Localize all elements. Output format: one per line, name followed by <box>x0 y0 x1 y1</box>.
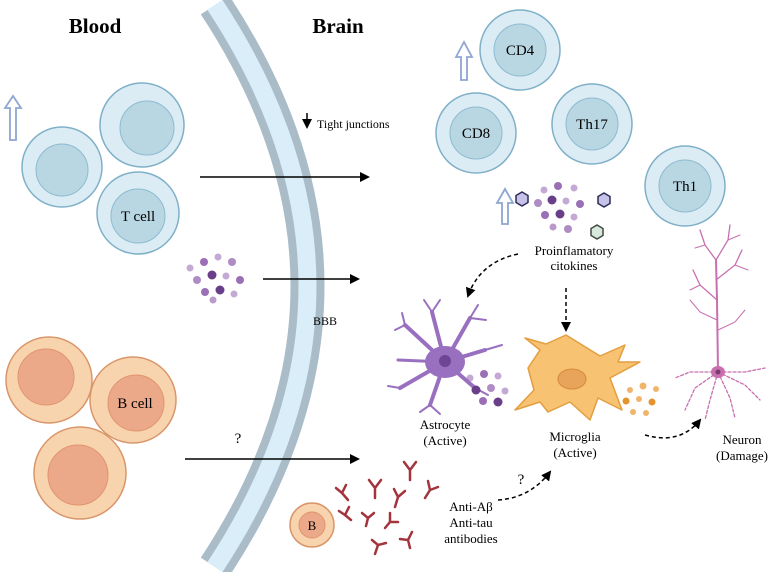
increase-arrow-icon <box>495 187 515 225</box>
increase-arrow-icon <box>454 40 474 81</box>
cd8-cell <box>435 92 517 174</box>
neuron-label: (Damage) <box>716 448 768 463</box>
cytokine-to-astrocyte-arrow <box>465 253 519 298</box>
neuron-label: Neuron <box>723 432 762 447</box>
th17-cell <box>551 83 633 165</box>
th1-cell <box>644 145 726 227</box>
cytokines-label: citokines <box>551 258 598 273</box>
tight-junctions-label: Tight junctions <box>317 117 390 131</box>
b-cell <box>89 356 177 444</box>
microglia-to-neuron-arrow <box>644 418 702 439</box>
cytokine-cluster <box>186 253 244 304</box>
b-cell <box>33 426 127 520</box>
t-cell <box>21 126 103 208</box>
th1-label: Th1 <box>673 179 697 195</box>
blood-title: Blood <box>69 14 122 38</box>
antibody-icon <box>334 460 440 556</box>
hexagon-icon <box>597 192 611 208</box>
b-cell-small <box>289 502 335 548</box>
cytokine-cluster <box>534 182 584 233</box>
antibody-to-microglia-arrow <box>497 470 552 501</box>
brain-title: Brain <box>312 14 364 38</box>
cytokine-cluster <box>622 382 659 416</box>
antibody-question-mark: ? <box>518 472 525 488</box>
cytokine-cluster <box>466 370 509 407</box>
cd8-label: CD8 <box>462 126 490 142</box>
microglia-label: Microglia <box>549 429 600 444</box>
astrocyte-label: Astrocyte <box>420 417 471 432</box>
b-cell-small-label: B <box>308 518 317 533</box>
t-cell <box>99 82 185 168</box>
hexagon-icon <box>590 224 604 240</box>
t-cell-label: T cell <box>121 209 155 225</box>
cd4-cell <box>479 9 561 91</box>
th17-label: Th17 <box>576 117 608 133</box>
antibody-label: antibodies <box>444 531 497 546</box>
cd4-label: CD4 <box>506 43 535 59</box>
t-cell <box>96 171 180 255</box>
b-cell-question-mark: ? <box>235 431 242 447</box>
astrocyte-nucleus <box>439 355 451 367</box>
increase-arrow-icon <box>3 94 23 141</box>
b-cell <box>5 336 93 424</box>
b-cell-label: B cell <box>117 396 152 412</box>
astrocyte-label: (Active) <box>423 433 466 448</box>
blood-brain-barrier <box>200 0 325 572</box>
antibody-label: Anti-tau <box>449 515 493 530</box>
neuron <box>674 224 766 421</box>
cytokines-label: Proinflamatory <box>535 243 614 258</box>
bbb-label: BBB <box>313 314 337 328</box>
microglia-nucleus <box>557 368 587 390</box>
antibody-label: Anti-Aβ <box>449 499 493 514</box>
neuron-nucleus <box>715 369 721 375</box>
microglia-label: (Active) <box>553 445 596 460</box>
hexagon-icon <box>515 191 529 207</box>
